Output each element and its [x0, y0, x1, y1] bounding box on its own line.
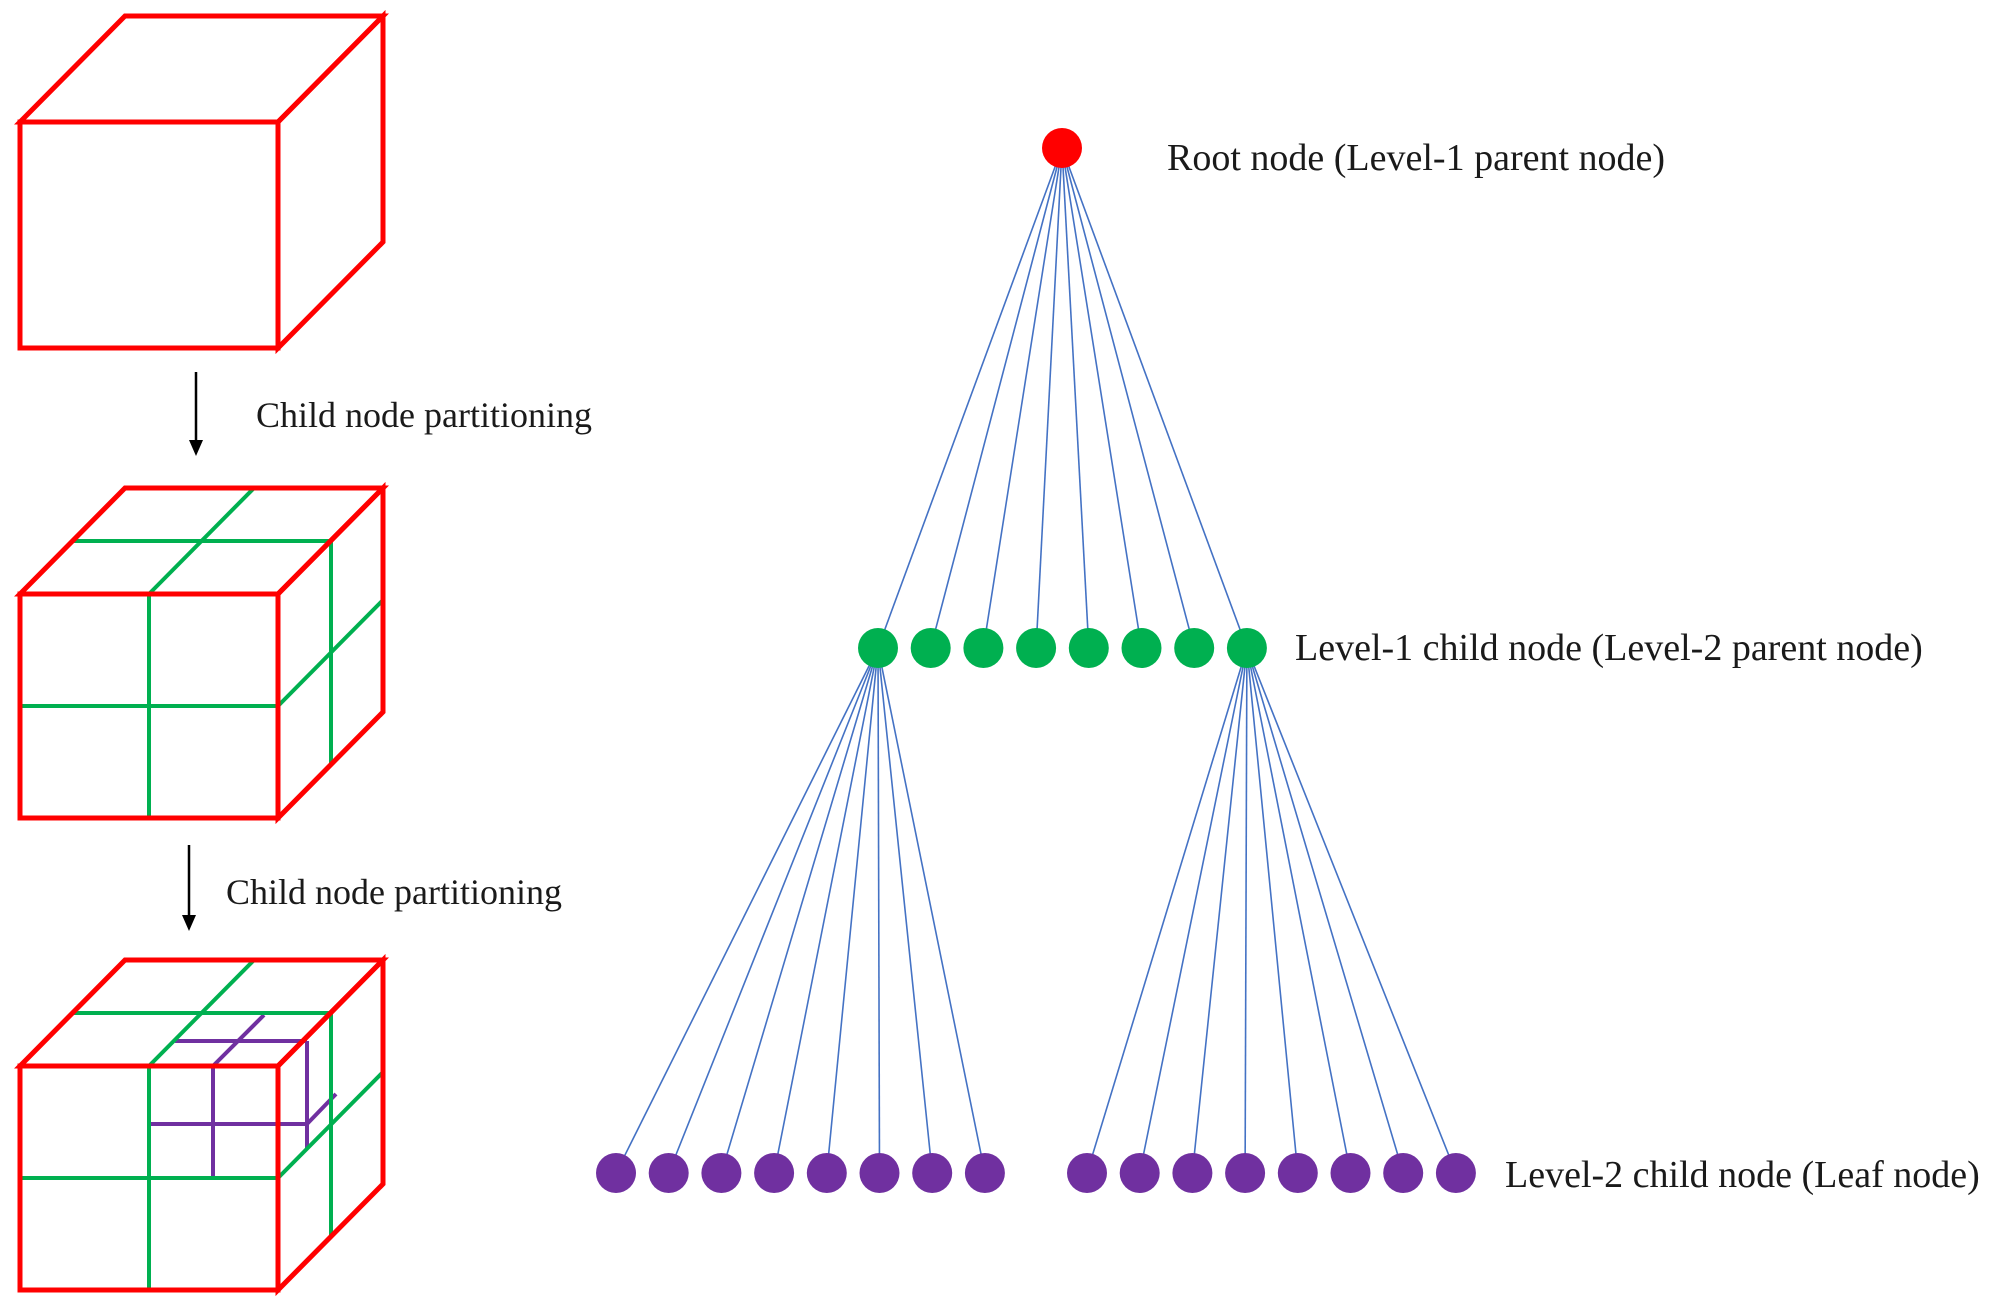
tree-edge	[826, 647, 879, 1174]
leaf-node	[912, 1153, 953, 1193]
leaf-node-label: Level-2 child node (Leaf node)	[1505, 1154, 1980, 1196]
level1-partition-lines	[20, 486, 385, 818]
leaf-node	[806, 1153, 847, 1193]
level2-partitioned-cube	[14, 953, 389, 1297]
leaf-node	[1383, 1153, 1424, 1193]
root-node-label: Root node (Level-1 parent node)	[1167, 137, 1665, 179]
root-volume-cube	[14, 9, 389, 355]
tree-edge	[877, 647, 933, 1174]
tree-edge	[1061, 147, 1195, 649]
tree-edge	[615, 647, 879, 1174]
leaf-node	[596, 1153, 636, 1193]
tree-edges	[615, 147, 1457, 1174]
tree-edge	[877, 647, 986, 1174]
partition-arrow-2	[182, 845, 196, 931]
tree-edge	[982, 147, 1063, 649]
root-node	[1042, 128, 1082, 168]
partition-step-2-label: Child node partitioning	[226, 872, 562, 912]
tree-edge	[667, 647, 879, 1174]
level1-partition-lines	[20, 958, 385, 1290]
leaf-node	[1067, 1153, 1107, 1193]
tree-edge	[773, 647, 879, 1174]
leaf-node	[1225, 1153, 1266, 1193]
tree-edge	[1086, 647, 1248, 1174]
leaf-node	[1435, 1153, 1476, 1193]
tree-nodes	[596, 128, 1476, 1193]
leaf-node	[701, 1153, 742, 1193]
tree-edge	[1244, 647, 1248, 1174]
leaf-node	[859, 1153, 900, 1193]
cube-outline	[14, 9, 389, 355]
tree-edge	[1061, 147, 1090, 649]
leaf-node	[964, 1153, 1005, 1193]
leaf-node	[1119, 1153, 1160, 1193]
tree-edge	[877, 647, 881, 1174]
level1-child-node	[1226, 628, 1267, 668]
tree-edge	[929, 147, 1063, 649]
tree-edge	[1061, 147, 1143, 649]
leaf-node	[1172, 1153, 1213, 1193]
partition-step-1-label: Child node partitioning	[256, 395, 592, 435]
tree-edge	[720, 647, 879, 1174]
leaf-node	[1330, 1153, 1371, 1193]
level1-child-node	[910, 628, 951, 668]
level1-child-node	[1121, 628, 1162, 668]
level1-node-label: Level-1 child node (Level-2 parent node)	[1295, 627, 1923, 669]
leaf-node	[1277, 1153, 1318, 1193]
level1-child-node	[1174, 628, 1215, 668]
tree-edge	[1246, 647, 1404, 1174]
level1-partitioned-cube	[14, 481, 389, 825]
tree-edge	[877, 147, 1063, 649]
leaf-node	[754, 1153, 795, 1193]
level1-child-node	[1068, 628, 1109, 668]
partition-arrow-1	[189, 372, 203, 456]
tree-edge	[1191, 647, 1248, 1174]
level1-child-node	[858, 628, 898, 668]
cube-outline	[14, 953, 389, 1297]
cube-outline	[14, 481, 389, 825]
level1-child-node	[1016, 628, 1057, 668]
leaf-node	[648, 1153, 689, 1193]
tree-edge	[1246, 647, 1457, 1174]
tree-edge	[1035, 147, 1063, 649]
tree-edge	[1246, 647, 1299, 1174]
tree-edge	[1061, 147, 1248, 649]
level2-partition-lines	[149, 1013, 338, 1178]
level1-child-node	[963, 628, 1004, 668]
tree-edge	[1138, 647, 1248, 1174]
tree-edge	[1246, 647, 1352, 1174]
